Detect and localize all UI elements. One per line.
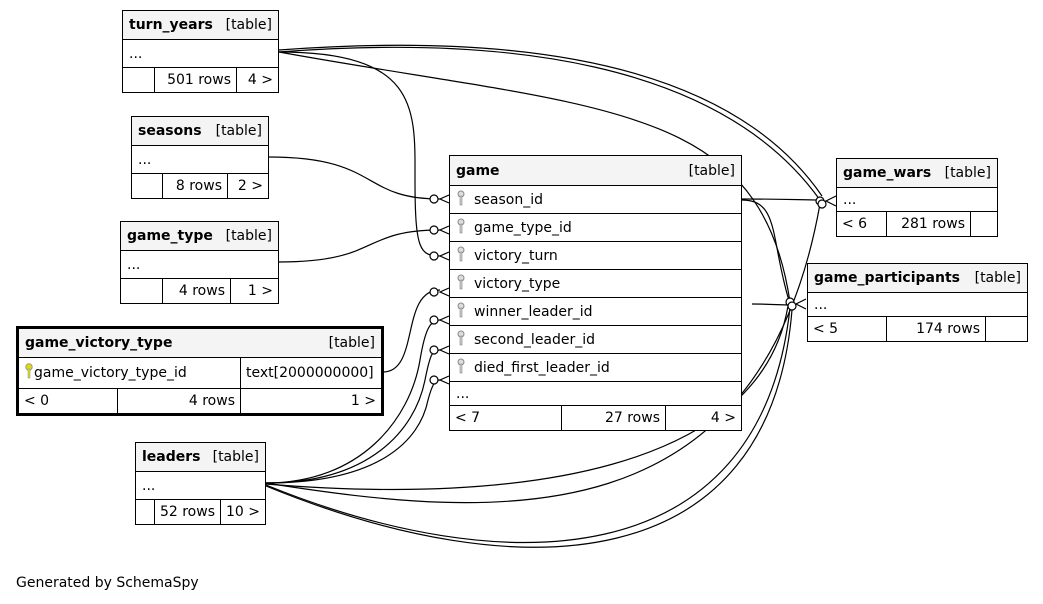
link-game-game-participants bbox=[741, 199, 791, 305]
table-game-wars[interactable]: game_wars [table] ... < 6 281 rows bbox=[836, 158, 998, 237]
column-name: winner_leader_id bbox=[474, 303, 593, 320]
foreign-key-icon bbox=[456, 302, 474, 322]
table-name: game_victory_type bbox=[25, 335, 173, 351]
children-cell: 10 > bbox=[226, 504, 260, 520]
link-leaders-participants-3 bbox=[265, 309, 793, 548]
table-kind: [table] bbox=[688, 162, 735, 179]
rows-cell: 52 rows bbox=[155, 500, 221, 524]
link-game-game-wars bbox=[741, 198, 821, 201]
table-kind: [table] bbox=[328, 335, 375, 351]
foreign-key-icon bbox=[456, 190, 474, 210]
table-body: ... bbox=[808, 293, 1027, 317]
foreign-key-icon bbox=[456, 330, 474, 350]
parents-cell bbox=[136, 500, 155, 524]
rows-cell: 501 rows bbox=[155, 68, 237, 92]
link-victory-type-game bbox=[382, 289, 441, 373]
children-cell: 1 > bbox=[350, 393, 376, 409]
rows-cell: 174 rows bbox=[887, 317, 986, 341]
column-row[interactable]: game_type_id bbox=[450, 214, 741, 242]
rows-cell: 27 rows bbox=[562, 406, 666, 430]
column-name: game_type_id bbox=[474, 219, 572, 236]
column-type: text[2000000000] bbox=[246, 365, 374, 381]
children-cell bbox=[971, 212, 997, 236]
table-game-type[interactable]: game_type [table] ... 4 rows 1 > bbox=[120, 221, 279, 304]
link-leaders-participants-2 bbox=[265, 307, 791, 544]
primary-key-icon bbox=[24, 363, 34, 383]
table-seasons[interactable]: seasons [table] ... 8 rows 2 > bbox=[131, 116, 269, 199]
children-cell: 1 > bbox=[247, 283, 273, 299]
column-name: game_victory_type_id bbox=[34, 365, 187, 381]
foreign-key-icon bbox=[456, 246, 474, 266]
parents-cell: < 6 bbox=[837, 212, 887, 236]
foreign-key-icon bbox=[456, 358, 474, 378]
children-cell: 4 > bbox=[710, 410, 736, 426]
table-name: game_participants bbox=[814, 270, 960, 286]
table-game-victory-type[interactable]: game_victory_type [table] game_victory_ty… bbox=[16, 326, 384, 416]
table-name: turn_years bbox=[129, 17, 213, 33]
link-seasons-game bbox=[268, 156, 441, 200]
parents-cell: < 7 bbox=[450, 406, 562, 430]
table-turn-years[interactable]: turn_years [table] ... 501 rows 4 > bbox=[122, 10, 279, 93]
table-leaders[interactable]: leaders [table] ... 52 rows 10 > bbox=[135, 442, 266, 525]
table-game[interactable]: game [table] season_id game_type_id victo… bbox=[449, 155, 742, 431]
table-body: ... bbox=[136, 472, 265, 500]
table-name: game_type bbox=[127, 228, 213, 244]
table-name: seasons bbox=[138, 123, 202, 139]
column-row[interactable]: victory_turn bbox=[450, 242, 741, 270]
column-name: victory_turn bbox=[474, 247, 558, 264]
children-cell: 4 > bbox=[247, 72, 273, 88]
table-game-participants[interactable]: game_participants [table] ... < 5 174 row… bbox=[807, 263, 1028, 342]
table-kind: [table] bbox=[215, 123, 262, 139]
table-kind: [table] bbox=[212, 449, 259, 465]
rows-cell: 4 rows bbox=[163, 279, 231, 303]
link-turn-years-game bbox=[278, 51, 441, 257]
table-kind: [table] bbox=[225, 228, 272, 244]
rows-cell: 281 rows bbox=[887, 212, 971, 236]
table-kind: [table] bbox=[974, 270, 1021, 286]
rows-cell: 4 rows bbox=[118, 389, 241, 413]
column-row[interactable]: game_victory_type_id bbox=[19, 358, 241, 388]
parents-cell bbox=[132, 174, 163, 198]
children-cell: 2 > bbox=[237, 178, 263, 194]
table-body: ... bbox=[121, 251, 278, 279]
link-game-game-participants-2 bbox=[751, 303, 791, 306]
foreign-key-icon bbox=[456, 218, 474, 238]
link-leaders-participants-1 bbox=[265, 305, 789, 491]
table-kind: [table] bbox=[944, 165, 991, 181]
link-game-type-game bbox=[278, 229, 441, 263]
children-cell bbox=[986, 317, 1027, 341]
table-name: game_wars bbox=[843, 165, 932, 181]
rows-cell: 8 rows bbox=[163, 174, 228, 198]
column-row[interactable]: season_id bbox=[450, 186, 741, 214]
link-turn-years-game-participants bbox=[278, 51, 791, 303]
generated-by-footer: Generated by SchemaSpy bbox=[16, 575, 199, 591]
table-body: ... bbox=[123, 40, 278, 68]
parents-cell bbox=[123, 68, 155, 92]
foreign-key-icon bbox=[456, 274, 474, 294]
column-row[interactable]: died_first_leader_id bbox=[450, 354, 741, 382]
link-turn-years-game-wars-2 bbox=[278, 44, 823, 197]
column-name: season_id bbox=[474, 191, 543, 208]
table-name: game bbox=[456, 162, 500, 179]
link-turn-years-game-wars-1 bbox=[278, 46, 821, 201]
table-kind: [table] bbox=[225, 17, 272, 33]
table-body: ... bbox=[132, 146, 268, 174]
parents-cell: < 0 bbox=[19, 389, 118, 413]
column-row[interactable]: victory_type bbox=[450, 270, 741, 298]
link-leaders-second bbox=[265, 349, 441, 484]
table-body: ... bbox=[837, 188, 997, 212]
table-body: ... bbox=[450, 382, 741, 406]
column-row[interactable]: winner_leader_id bbox=[450, 298, 741, 326]
column-name: second_leader_id bbox=[474, 331, 596, 348]
column-row[interactable]: second_leader_id bbox=[450, 326, 741, 354]
parents-cell: < 5 bbox=[808, 317, 887, 341]
link-leaders-winner bbox=[265, 319, 441, 484]
parents-cell bbox=[121, 279, 163, 303]
column-name: died_first_leader_id bbox=[474, 359, 610, 376]
column-name: victory_type bbox=[474, 275, 561, 292]
table-name: leaders bbox=[142, 449, 201, 465]
